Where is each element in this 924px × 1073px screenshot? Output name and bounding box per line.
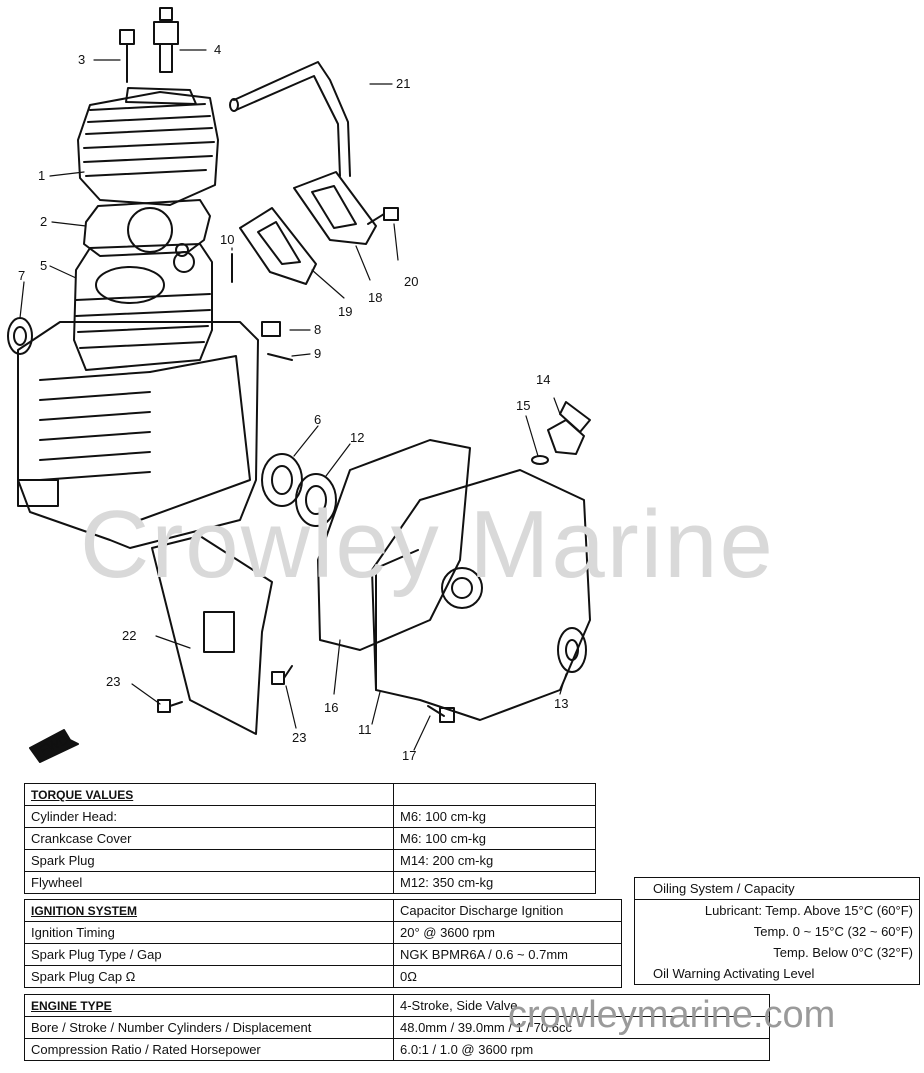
ignition-system-table: IGNITION SYSTEM Capacitor Discharge Igni… <box>24 899 622 988</box>
cylinder-block-part <box>73 243 213 371</box>
ignition-header-value: Capacitor Discharge Ignition <box>393 899 622 922</box>
cover-bolt-part <box>427 705 455 723</box>
bracket-screw-part <box>271 665 293 685</box>
row-label: Ignition Timing <box>24 921 394 944</box>
crankcase-cover-part <box>371 469 591 721</box>
table-header-row: IGNITION SYSTEM Capacitor Discharge Igni… <box>24 899 622 922</box>
table-row: Spark Plug Type / Gap NGK BPMR6A / 0.6 ~… <box>24 943 622 966</box>
callout-labels: 1 2 3 4 5 6 7 8 9 10 11 12 13 14 15 16 1… <box>18 42 568 763</box>
engine-type-table: ENGINE TYPE 4-Stroke, Side Valve Bore / … <box>24 994 770 1061</box>
callout-16: 16 <box>324 700 338 715</box>
row-value: M12: 350 cm-kg <box>393 871 596 894</box>
table-row: Flywheel M12: 350 cm-kg <box>24 871 596 894</box>
dowel-pin-part <box>267 353 293 361</box>
callout-8: 8 <box>314 322 321 337</box>
table-row: Spark Plug Cap Ω 0Ω <box>24 965 622 988</box>
oiling-line: Oil Warning Activating Level <box>653 966 815 981</box>
callout-18: 18 <box>368 290 382 305</box>
row-value: 20° @ 3600 rpm <box>393 921 622 944</box>
breather-hose-part <box>229 61 351 177</box>
callout-22: 22 <box>122 628 136 643</box>
bearing-part <box>295 473 337 527</box>
row-value: NGK BPMR6A / 0.6 ~ 0.7mm <box>393 943 622 966</box>
table-header-row: ENGINE TYPE 4-Stroke, Side Valve <box>24 994 770 1017</box>
oil-filler-plug-part <box>547 401 591 455</box>
table-row: Bore / Stroke / Number Cylinders / Displ… <box>24 1016 770 1039</box>
callout-9: 9 <box>314 346 321 361</box>
callout-11: 11 <box>358 722 372 737</box>
row-label: Spark Plug Cap Ω <box>24 965 394 988</box>
crankcase-part <box>17 321 259 549</box>
breather-cover-part <box>293 171 377 245</box>
table-row: Temp. Below 0°C (32°F) <box>635 942 920 963</box>
row-label: Spark Plug Type / Gap <box>24 943 394 966</box>
table-row: Spark Plug M14: 200 cm-kg <box>24 849 596 872</box>
row-label: Cylinder Head: <box>24 805 394 828</box>
callout-12: 12 <box>350 430 364 445</box>
table-row: Lubricant: Temp. Above 15°C (60°F) <box>635 900 920 922</box>
row-value: M6: 100 cm-kg <box>393 805 596 828</box>
callout-23-right: 23 <box>292 730 306 745</box>
torque-header: TORQUE VALUES <box>24 783 394 806</box>
callout-3: 3 <box>78 52 85 67</box>
cover-gasket-part <box>317 439 471 651</box>
callout-1: 1 <box>38 168 45 183</box>
cover-oil-seal-part <box>557 627 587 673</box>
row-label: Flywheel <box>24 871 394 894</box>
row-value: 48.0mm / 39.0mm / 1 / 70.6cc <box>393 1016 770 1039</box>
table-header-row: TORQUE VALUES <box>24 783 596 806</box>
row-label: Bore / Stroke / Number Cylinders / Displ… <box>24 1016 394 1039</box>
callout-14: 14 <box>536 372 550 387</box>
spark-plug-part <box>153 7 179 73</box>
engine-header: ENGINE TYPE <box>24 994 394 1017</box>
row-value: M14: 200 cm-kg <box>393 849 596 872</box>
fwd-arrow-icon <box>29 729 79 763</box>
callout-5: 5 <box>40 258 47 273</box>
callout-19: 19 <box>338 304 352 319</box>
callout-17: 17 <box>402 748 416 763</box>
row-value: 6.0:1 / 1.0 @ 3600 rpm <box>393 1038 770 1061</box>
callout-4: 4 <box>214 42 221 57</box>
ignition-header: IGNITION SYSTEM <box>24 899 394 922</box>
o-ring-part <box>531 455 549 465</box>
row-label: Spark Plug <box>24 849 394 872</box>
table-row: Temp. 0 ~ 15°C (32 ~ 60°F) <box>635 921 920 942</box>
callout-20: 20 <box>404 274 418 289</box>
row-value: 0Ω <box>393 965 622 988</box>
bracket-screw-part <box>157 699 183 713</box>
oiling-system-table: Oiling System / Capacity Lubricant: Temp… <box>634 877 920 985</box>
table-row: Oil Warning Activating Level <box>635 963 920 985</box>
oiling-line: Temp. Below 0°C (32°F) <box>773 945 913 960</box>
callout-10: 10 <box>220 232 234 247</box>
exploded-parts-diagram: 1 2 3 4 5 6 7 8 9 10 11 12 13 14 15 16 1… <box>7 7 591 763</box>
oiling-title: Oiling System / Capacity <box>634 877 920 900</box>
callout-6: 6 <box>314 412 321 427</box>
callout-2: 2 <box>40 214 47 229</box>
head-bolt-part <box>119 29 135 83</box>
oiling-line: Lubricant: Temp. Above 15°C (60°F) <box>704 903 913 918</box>
table-row: Ignition Timing 20° @ 3600 rpm <box>24 921 622 944</box>
callout-7: 7 <box>18 268 25 283</box>
engine-header-value: 4-Stroke, Side Valve <box>393 994 770 1017</box>
table-row: Crankcase Cover M6: 100 cm-kg <box>24 827 596 850</box>
table-header-row: Oiling System / Capacity <box>634 877 920 900</box>
torque-values-table: TORQUE VALUES Cylinder Head: M6: 100 cm-… <box>24 783 596 894</box>
callout-15: 15 <box>516 398 530 413</box>
breather-gasket-part <box>239 207 317 285</box>
table-row: Compression Ratio / Rated Horsepower 6.0… <box>24 1038 770 1061</box>
breather-bolt-part <box>367 207 399 225</box>
callout-13: 13 <box>554 696 568 711</box>
row-label: Compression Ratio / Rated Horsepower <box>24 1038 394 1061</box>
callout-21: 21 <box>396 76 410 91</box>
mounting-bracket-part <box>151 535 273 735</box>
row-label: Crankcase Cover <box>24 827 394 850</box>
callout-23-left: 23 <box>106 674 120 689</box>
table-row: Cylinder Head: M6: 100 cm-kg <box>24 805 596 828</box>
row-value: M6: 100 cm-kg <box>393 827 596 850</box>
leader-lines <box>19 49 567 751</box>
nut-part <box>261 321 281 337</box>
cylinder-head-part <box>77 87 219 206</box>
oiling-line: Temp. 0 ~ 15°C (32 ~ 60°F) <box>753 924 913 939</box>
